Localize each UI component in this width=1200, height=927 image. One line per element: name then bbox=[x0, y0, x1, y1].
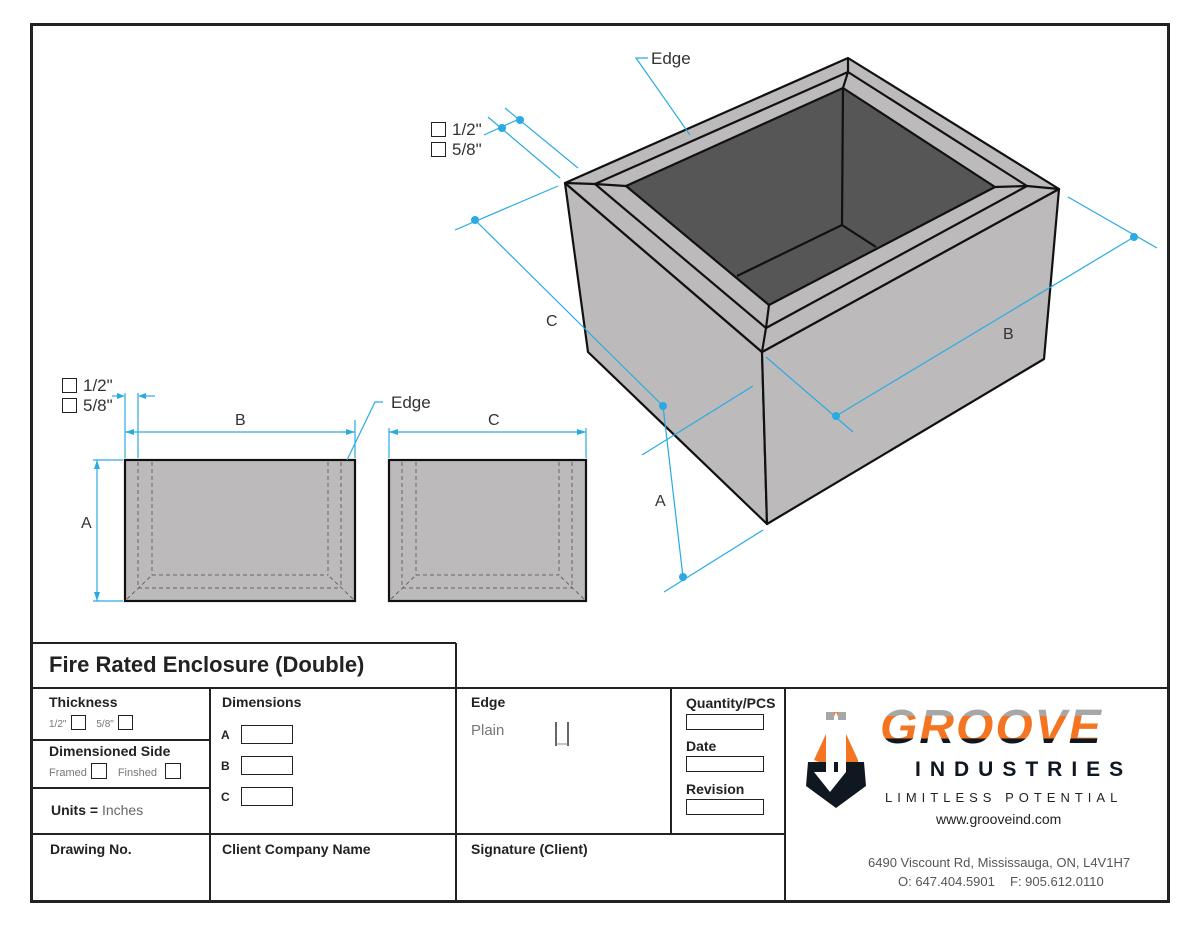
units-label: Units = bbox=[51, 802, 99, 818]
dimension-field-b[interactable]: B bbox=[221, 756, 293, 775]
finished-checkbox[interactable] bbox=[165, 763, 182, 779]
units-value: Inches bbox=[101, 802, 144, 818]
thickness-half-checkbox[interactable] bbox=[70, 715, 86, 730]
front-view-dimensions bbox=[93, 393, 383, 602]
dimensioned-side-section: Dimensioned Side Framed Finshed bbox=[49, 743, 182, 781]
date-label: Date bbox=[686, 738, 717, 754]
units-field: Units = Inches bbox=[51, 802, 143, 818]
iso-thickness-option[interactable]: 5/8" bbox=[431, 140, 482, 160]
company-name-top: GROOVE bbox=[880, 701, 1103, 754]
dimension-b-input[interactable] bbox=[241, 756, 293, 775]
drawing-title: Fire Rated Enclosure (Double) bbox=[49, 652, 365, 677]
revision-label: Revision bbox=[686, 781, 745, 797]
company-website[interactable]: www.grooveind.com bbox=[936, 811, 1062, 827]
dimensions-label: Dimensions bbox=[222, 694, 302, 710]
thickness-section: Thickness 1/2" 5/8" bbox=[49, 694, 134, 732]
checkbox[interactable] bbox=[431, 122, 446, 137]
edge-label: Edge bbox=[471, 694, 506, 710]
iso-dimension-dots bbox=[471, 116, 1138, 581]
iso-dim-c-label: C bbox=[546, 313, 558, 330]
side-view-panel bbox=[387, 458, 588, 603]
iso-edge-label: Edge bbox=[651, 49, 691, 68]
side-view-dimensions bbox=[388, 428, 587, 458]
company-name-bottom: INDUSTRIES bbox=[915, 758, 1133, 781]
thickness-five-eighths-checkbox[interactable] bbox=[118, 715, 134, 730]
signature-label: Signature (Client) bbox=[471, 841, 588, 857]
front-edge-label: Edge bbox=[391, 393, 431, 412]
title-block-grid bbox=[32, 642, 1168, 903]
iso-dim-b-label: B bbox=[1003, 326, 1014, 343]
side-dim-c-label: C bbox=[488, 412, 500, 429]
iso-thickness-option[interactable]: 1/2" bbox=[431, 120, 482, 140]
iso-dim-a-label: A bbox=[655, 493, 666, 510]
revision-input[interactable] bbox=[686, 799, 764, 815]
drawing-frame bbox=[30, 23, 1170, 903]
front-dim-a-label: A bbox=[81, 515, 92, 532]
edge-value: Plain bbox=[471, 722, 505, 739]
client-company-label: Client Company Name bbox=[222, 841, 371, 857]
thickness-label: Thickness bbox=[49, 694, 118, 710]
date-input[interactable] bbox=[686, 756, 764, 772]
checkbox[interactable] bbox=[62, 398, 77, 413]
plain-edge-profile-icon bbox=[555, 722, 569, 746]
quantity-input[interactable] bbox=[686, 714, 764, 730]
dimensioned-side-label: Dimensioned Side bbox=[49, 743, 171, 759]
dimension-a-input[interactable] bbox=[241, 725, 293, 744]
dimension-field-c[interactable]: C bbox=[221, 787, 293, 806]
drawing-no-label: Drawing No. bbox=[50, 841, 132, 857]
dimension-field-a[interactable]: A bbox=[221, 725, 293, 744]
dimension-c-input[interactable] bbox=[241, 787, 293, 806]
front-thickness-option[interactable]: 1/2" bbox=[62, 376, 113, 396]
front-view-panel bbox=[123, 458, 357, 603]
groove-logo-mark bbox=[806, 712, 866, 808]
checkbox[interactable] bbox=[431, 142, 446, 157]
quantity-label: Quantity/PCS bbox=[686, 695, 776, 711]
company-tagline: LIMITLESS POTENTIAL bbox=[885, 790, 1123, 805]
company-phone: O: 647.404.5901 bbox=[898, 874, 995, 889]
front-dim-b-label: B bbox=[235, 412, 246, 429]
front-thickness-option[interactable]: 5/8" bbox=[62, 396, 113, 416]
company-address: 6490 Viscount Rd, Mississauga, ON, L4V1H… bbox=[868, 855, 1131, 870]
framed-checkbox[interactable] bbox=[91, 763, 108, 779]
isometric-enclosure bbox=[563, 56, 1061, 526]
checkbox[interactable] bbox=[62, 378, 77, 393]
company-fax: F: 905.612.0110 bbox=[1010, 874, 1104, 889]
